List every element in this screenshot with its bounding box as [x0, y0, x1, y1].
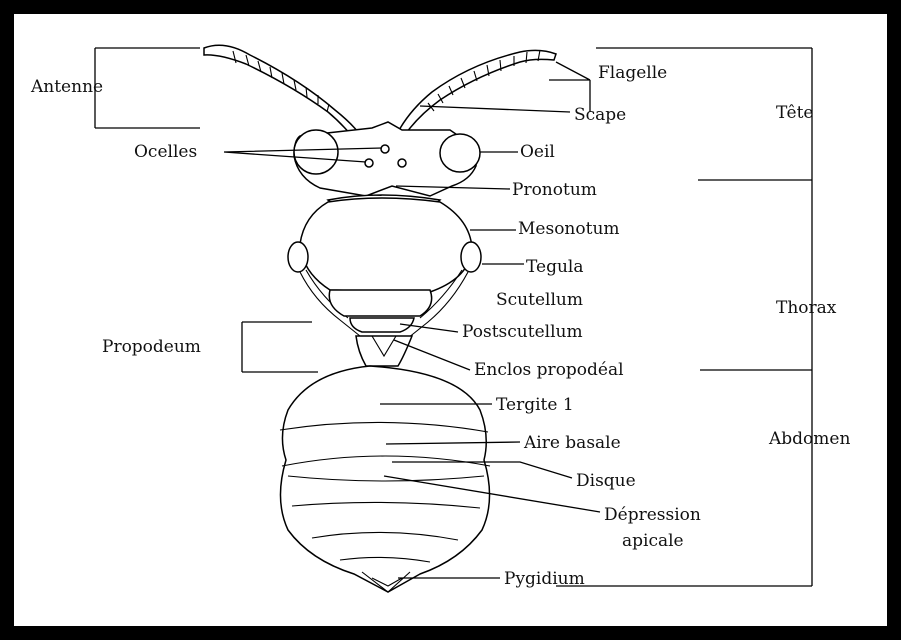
scape-leader	[420, 106, 570, 112]
right-tegula	[461, 242, 481, 272]
propodeum	[356, 336, 412, 366]
label-flagelle: Flagelle	[598, 63, 667, 83]
label-ocelles: Ocelles	[134, 142, 197, 162]
left-eye	[294, 130, 338, 174]
abdomen	[280, 366, 489, 592]
propodeum-bracket	[242, 322, 318, 372]
enclos-leader	[394, 340, 470, 370]
mesonotum	[300, 198, 472, 292]
right-antenna-shape	[398, 50, 556, 136]
label-pygidium: Pygidium	[504, 569, 585, 589]
ocellus-3	[398, 159, 406, 167]
label-enclos: Enclos propodéal	[474, 360, 624, 380]
right-eye	[440, 134, 480, 172]
label-antenne: Antenne	[30, 77, 103, 97]
scutellum	[329, 290, 431, 316]
label-aire-basale: Aire basale	[523, 433, 621, 453]
label-scape: Scape	[574, 105, 626, 125]
antenne-bracket	[95, 48, 200, 128]
label-oeil: Oeil	[520, 142, 555, 162]
label-postscutellum: Postscutellum	[462, 322, 583, 342]
insect-drawing	[204, 45, 556, 592]
label-disque: Disque	[576, 471, 636, 491]
label-abdomen: Abdomen	[768, 429, 850, 449]
label-scutellum: Scutellum	[496, 290, 583, 310]
label-tete: Tête	[776, 103, 813, 123]
label-depression-1: Dépression	[604, 505, 701, 525]
label-propodeum: Propodeum	[102, 337, 201, 357]
left-tegula	[288, 242, 308, 272]
label-thorax: Thorax	[776, 298, 837, 318]
ocellus-2	[365, 159, 373, 167]
ocellus-1	[381, 145, 389, 153]
label-pronotum: Pronotum	[512, 180, 597, 200]
label-tergite: Tergite 1	[496, 395, 574, 415]
left-antenna	[204, 45, 358, 136]
label-depression-2: apicale	[622, 531, 684, 551]
label-tegula: Tegula	[526, 257, 583, 277]
label-mesonotum: Mesonotum	[518, 219, 620, 239]
